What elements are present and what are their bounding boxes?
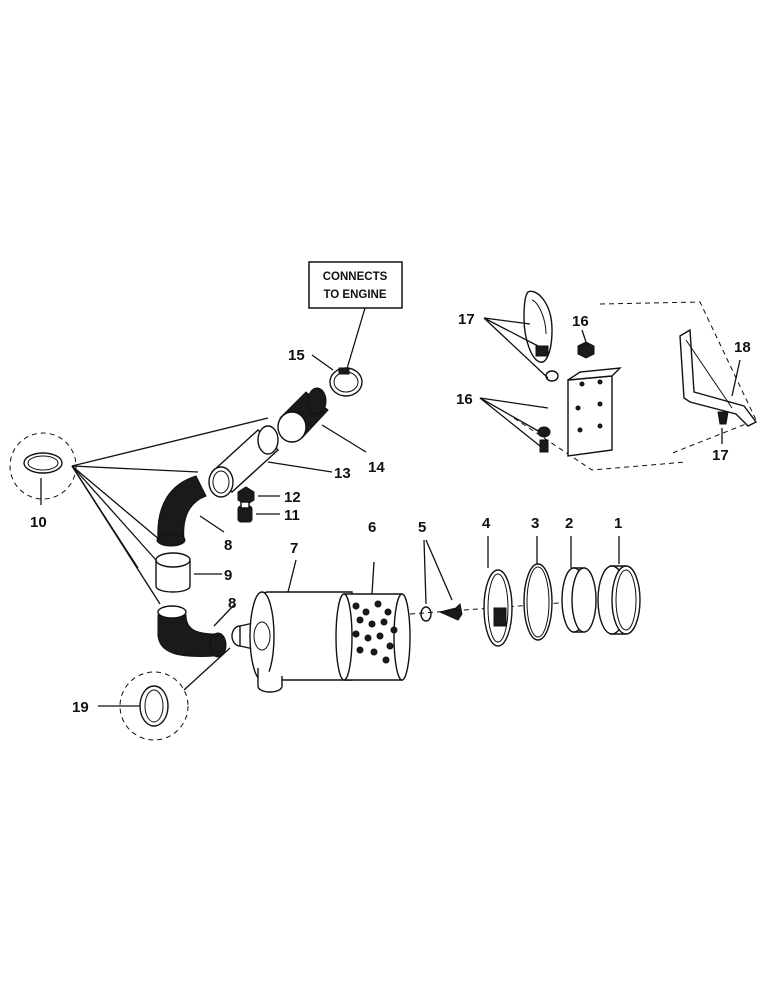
note-line-2: TO ENGINE — [323, 289, 386, 301]
part-14-air-tube — [277, 387, 367, 453]
bracket-leader-lines — [479, 317, 723, 447]
part-13-tube — [208, 425, 333, 498]
callout-16-top: 16 — [572, 313, 589, 330]
part-2-ring — [561, 536, 597, 633]
part-15-hose-clamp — [311, 354, 363, 397]
part-8-lower-elbow-hose — [157, 604, 235, 658]
callout-6: 6 — [368, 519, 376, 536]
part-9-sleeve — [155, 552, 222, 593]
callout-9: 9 — [224, 567, 232, 584]
part-10-clamp-detail — [9, 417, 269, 605]
callout-7: 7 — [290, 540, 298, 557]
callout-18: 18 — [734, 339, 751, 356]
callout-19: 19 — [72, 699, 89, 716]
callout-12: 12 — [284, 489, 301, 506]
callout-13: 13 — [334, 465, 351, 482]
part-4-band-clamp — [483, 536, 513, 647]
callout-labels: 1 2 3 4 5 6 7 8 8 9 10 11 12 13 14 15 16… — [30, 311, 751, 716]
callout-8-upper: 8 — [224, 537, 232, 554]
part-12-nut — [237, 486, 280, 506]
mounting-bracket-assembly — [513, 290, 757, 471]
note-line-1: CONNECTS — [323, 271, 388, 283]
callout-14: 14 — [368, 459, 385, 476]
part-18-brace — [679, 328, 758, 427]
part-19-clamp-detail — [98, 647, 231, 741]
part-11-plug — [237, 501, 280, 523]
callout-16-side: 16 — [456, 391, 473, 408]
callout-3: 3 — [531, 515, 539, 532]
callout-8-lower: 8 — [228, 595, 236, 612]
callout-17-top: 17 — [458, 311, 475, 328]
part-6-filter-element — [335, 561, 411, 681]
callout-4: 4 — [482, 515, 491, 532]
callout-11: 11 — [284, 507, 300, 524]
connects-to-engine-note: CONNECTS TO ENGINE — [308, 261, 403, 373]
part-7-air-cleaner-body — [231, 559, 353, 693]
callout-5: 5 — [418, 519, 426, 536]
callout-17-bottom: 17 — [712, 447, 729, 464]
callout-10: 10 — [30, 514, 47, 531]
callout-15: 15 — [288, 347, 305, 364]
callout-1: 1 — [614, 515, 622, 532]
part-5-wing-nut-washer — [409, 539, 601, 622]
callout-2: 2 — [565, 515, 573, 532]
part-3-ring — [523, 536, 553, 641]
part-1-end-cap — [597, 536, 641, 635]
part-8-upper-elbow-hose — [156, 475, 225, 547]
